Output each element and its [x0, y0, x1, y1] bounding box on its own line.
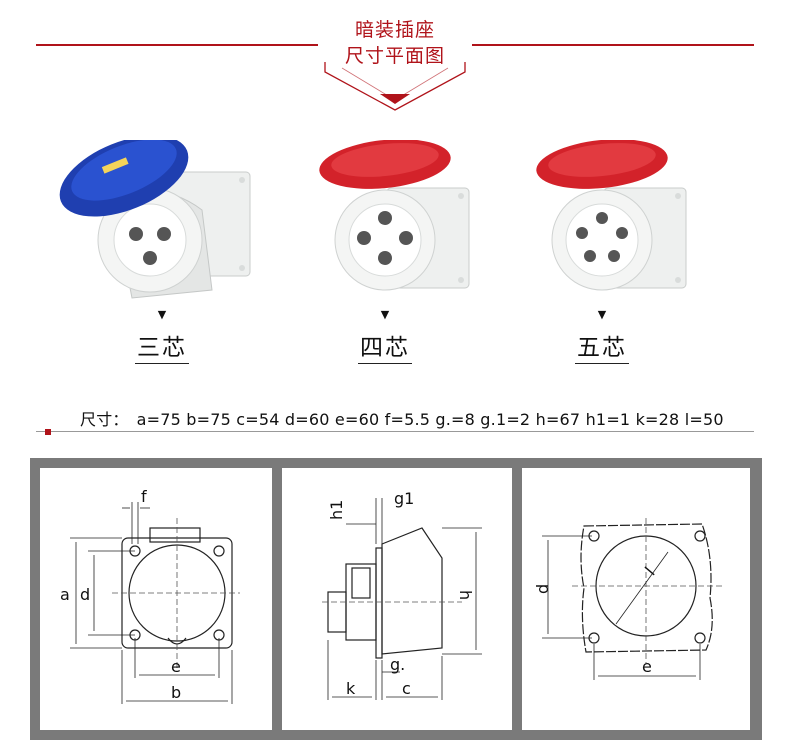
front-view-drawing: f a d e b	[60, 487, 240, 704]
dim-label-g1: g1	[394, 489, 414, 508]
header-chevron-frame	[324, 62, 466, 111]
cutout-view-panel: d e l	[522, 468, 750, 730]
socket-5-pin-image	[536, 140, 687, 291]
product-3-pin: ▼ 三芯	[52, 140, 272, 370]
down-arrow-icon: ▼	[157, 308, 167, 321]
dim-label-d: d	[533, 584, 552, 594]
product-5-pin: ▼ 五芯	[492, 140, 712, 370]
socket-3-pin-image	[59, 140, 251, 299]
dim-label-h: h	[456, 590, 475, 600]
header-rule-right	[472, 44, 754, 46]
header-title-box: 暗装插座 尺寸平面图	[320, 16, 470, 112]
down-arrow-icon: ▼	[380, 308, 390, 321]
header-title-line1: 暗装插座	[354, 19, 435, 41]
dim-label-d: d	[80, 585, 90, 604]
front-view-panel: f a d e b	[40, 468, 272, 730]
product-label: 五芯	[492, 328, 712, 364]
dimension-values: a=75 b=75 c=54 d=60 e=60 f=5.5 g.=8 g.1=…	[136, 410, 724, 429]
product-4-pin: ▼ 四芯	[275, 140, 495, 370]
drawing-panels: f a d e b	[30, 458, 762, 740]
dim-label-f: f	[141, 487, 147, 506]
divider	[36, 431, 754, 432]
dimension-spec: 尺寸： a=75 b=75 c=54 d=60 e=60 f=5.5 g.=8 g…	[80, 406, 724, 430]
dim-label-e: e	[642, 657, 652, 676]
dim-label-e: e	[171, 657, 181, 676]
product-label: 三芯	[52, 328, 272, 364]
dim-label-k: k	[346, 679, 356, 698]
dimension-label: 尺寸：	[80, 410, 129, 429]
down-arrow-icon: ▼	[597, 308, 607, 321]
dim-label-h1: h1	[327, 500, 346, 520]
header-title-line2: 尺寸平面图	[344, 45, 445, 67]
dim-label-c: c	[402, 679, 411, 698]
side-view-panel: h1 g1 h g. k c	[282, 468, 512, 730]
side-view-drawing: h1 g1 h g. k c	[322, 489, 482, 700]
cutout-view-drawing: d e l	[533, 518, 722, 680]
red-bullet	[45, 429, 51, 435]
dim-label-b: b	[171, 683, 181, 702]
header-rule-left	[36, 44, 318, 46]
dim-label-a: a	[60, 585, 70, 604]
product-label: 四芯	[275, 328, 495, 364]
socket-4-pin-image	[319, 140, 470, 291]
dim-label-g: g.	[390, 655, 405, 674]
